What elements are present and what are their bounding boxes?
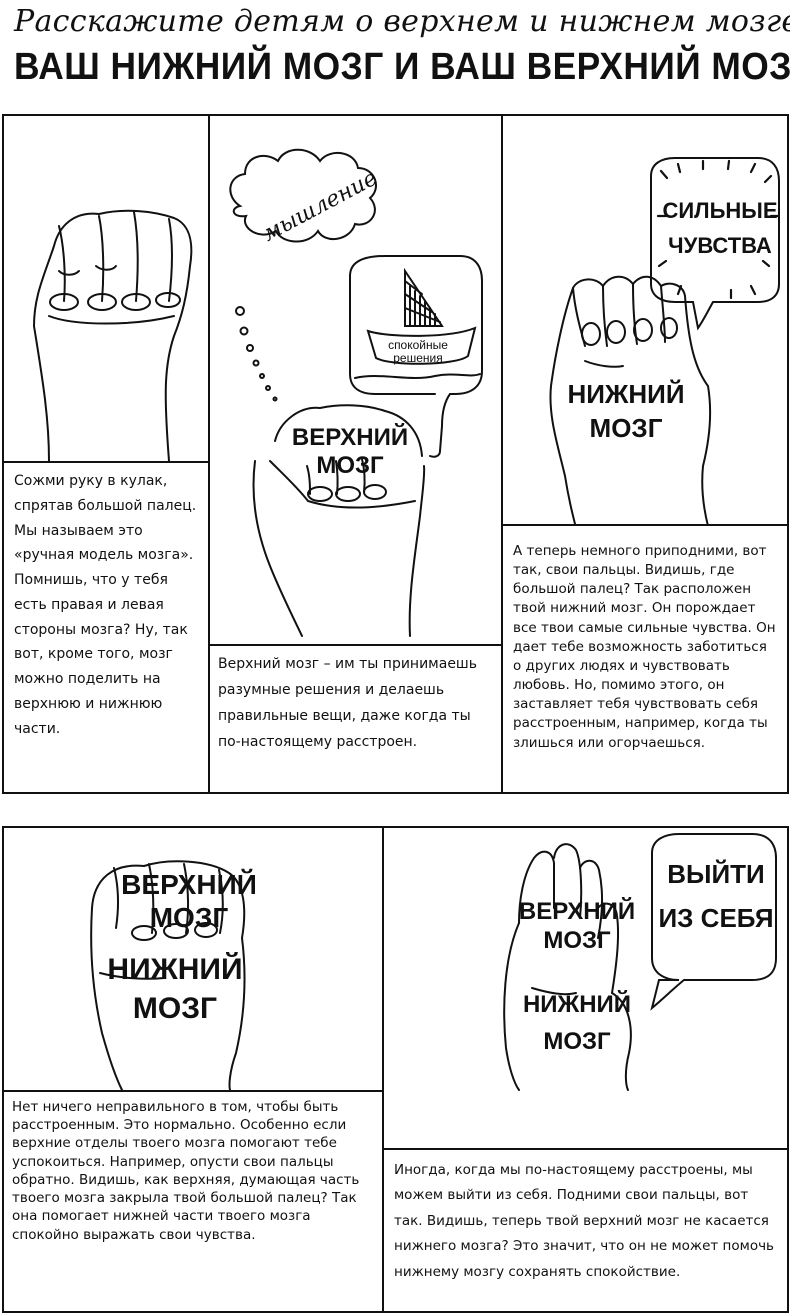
calm-lower-line1: НИЖНИЙ bbox=[107, 953, 243, 986]
calm-upper-line2: МОЗГ bbox=[149, 902, 229, 934]
panel-fist: Сожми руку в кулак, спрятав большой пале… bbox=[2, 114, 210, 794]
caption-5: Иногда, когда мы по-настоящему расстроен… bbox=[382, 1148, 789, 1313]
caption-4: Нет ничего неправильного в том, чтобы бы… bbox=[2, 1090, 384, 1313]
boat-label-line1: спокойные bbox=[388, 338, 448, 352]
caption-1: Сожми руку в кулак, спрятав большой пале… bbox=[2, 461, 210, 794]
feelings-bubble-line2: ЧУВСТВА bbox=[668, 233, 772, 259]
flip-lower-label: НИЖНИЙ МОЗГ bbox=[502, 986, 652, 1060]
flip-lower-line1: НИЖНИЙ bbox=[522, 991, 632, 1018]
fist-illustration bbox=[33, 209, 193, 462]
flip-lid-illustration bbox=[503, 833, 777, 1091]
flip-lower-line2: МОЗГ bbox=[543, 1028, 611, 1056]
lower-brain-label-line2: МОЗГ bbox=[589, 412, 663, 443]
calm-upper-line1: ВЕРХНИЙ bbox=[121, 869, 257, 900]
boat-bubble-shape bbox=[349, 255, 483, 458]
lower-brain-illustration bbox=[549, 157, 781, 537]
feelings-bubble-line1: СИЛЬНЫЕ bbox=[662, 198, 778, 223]
lower-brain-label: НИЖНИЙ МОЗГ bbox=[551, 378, 701, 446]
flip-upper-line1: ВЕРХНИЙ bbox=[518, 898, 636, 925]
flip-bubble-line1: ВЫЙТИ bbox=[667, 859, 765, 889]
calm-hand-illustration bbox=[90, 860, 246, 1091]
upper-brain-label-line2: МОЗГ bbox=[316, 451, 384, 479]
flip-upper-line2: МОЗГ bbox=[543, 926, 611, 954]
boat-label-line2: решения bbox=[393, 351, 442, 365]
caption-2: Верхний мозг – им ты принимаешь разумные… bbox=[208, 644, 503, 794]
feelings-bubble-text: СИЛЬНЫЕ ЧУВСТВА bbox=[658, 193, 782, 263]
flip-bubble-text: ВЫЙТИ ИЗ СЕБЯ bbox=[654, 852, 778, 940]
upper-brain-label-line1: ВЕРХНИЙ bbox=[291, 424, 409, 451]
subtitle: Расскажите детям о верхнем и нижнем мозг… bbox=[14, 4, 790, 39]
thought-cloud-shape bbox=[229, 148, 377, 243]
upper-brain-illustration: мышление спокойные решения bbox=[229, 148, 483, 637]
flip-bubble-shape bbox=[650, 833, 777, 1011]
flip-upper-label: ВЕРХНИЙ МОЗГ bbox=[502, 898, 652, 956]
panel-lower-brain: СИЛЬНЫЕ ЧУВСТВА НИЖНИЙ МОЗГ А теперь нем… bbox=[501, 114, 789, 794]
feelings-bubble-shape bbox=[650, 157, 780, 331]
caption-3: А теперь немного приподними, вот так, св… bbox=[501, 524, 789, 794]
flip-bubble-line2: ИЗ СЕБЯ bbox=[658, 903, 774, 934]
calm-upper-label: ВЕРХНИЙ МОЗГ bbox=[104, 868, 274, 934]
calm-lower-line2: МОЗГ bbox=[132, 992, 218, 1025]
page-title: ВАШ НИЖНИЙ МОЗГ И ВАШ ВЕРХНИЙ МОЗГ bbox=[14, 46, 790, 88]
panel-flip-lid: ВЫЙТИ ИЗ СЕБЯ ВЕРХНИЙ МОЗГ НИЖНИЙ МОЗГ И… bbox=[382, 826, 789, 1313]
panel-calm: ВЕРХНИЙ МОЗГ НИЖНИЙ МОЗГ Нет ничего непр… bbox=[2, 826, 384, 1313]
lower-brain-label-line1: НИЖНИЙ bbox=[567, 379, 685, 409]
calm-lower-label: НИЖНИЙ МОЗГ bbox=[90, 950, 260, 1028]
panel-upper-brain: мышление спокойные решения ВЕРХНИЙ МОЗГ … bbox=[208, 114, 503, 794]
upper-brain-label: ВЕРХНИЙ МОЗГ bbox=[280, 424, 420, 479]
